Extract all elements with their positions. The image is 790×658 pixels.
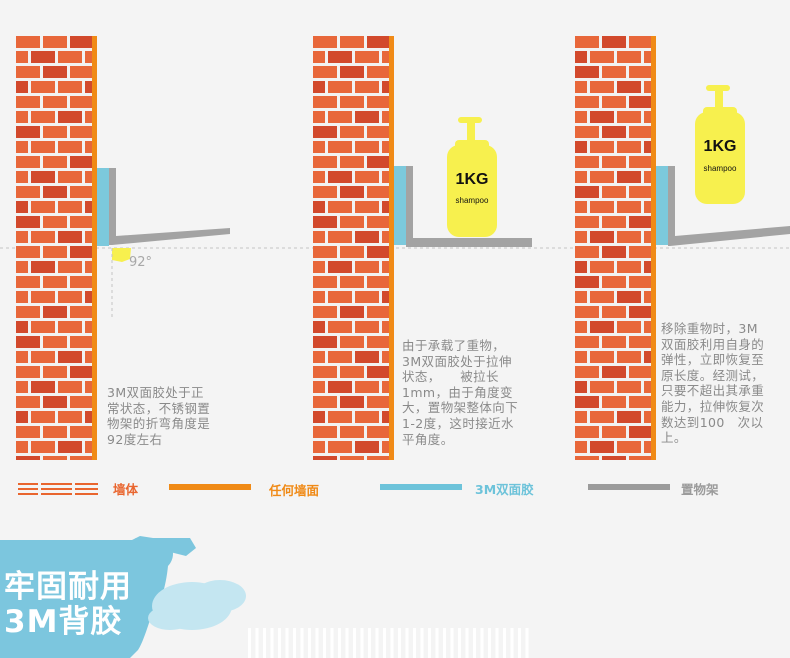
brick-wall-1 — [16, 36, 92, 460]
legend-surface-swatch — [169, 484, 251, 490]
legend-tape-swatch — [380, 484, 462, 490]
wall-surface-2 — [389, 36, 394, 460]
panel1-description: 3M双面胶处于正 常状态，不锈钢置 物架的折弯角度是 92度左右 — [107, 385, 211, 447]
bottom-stripes — [248, 628, 529, 658]
rack-1 — [109, 168, 230, 245]
bottle-brand-label-3: shampoo — [703, 164, 737, 173]
tape-2 — [394, 166, 406, 245]
wall-surface-3 — [651, 36, 656, 460]
bottle-weight-label-2: 1KG — [455, 171, 489, 188]
panel2-description: 由于承载了重物， 3M双面胶处于拉伸 状态， 被拉长 1mm，由于角度变 大，置… — [402, 338, 519, 447]
tape-1 — [97, 168, 109, 246]
bottle-brand-label-2: shampoo — [455, 196, 489, 205]
rack-2 — [406, 166, 532, 247]
legend-wall-label: 墙体 — [113, 482, 139, 497]
shampoo-bottle-3 — [695, 85, 745, 204]
title-blob — [0, 536, 246, 658]
angle-wedge-1 — [112, 248, 131, 262]
angle-label: 92° — [129, 255, 153, 270]
brick-wall-3 — [575, 36, 651, 460]
legend-surface-label: 任何墙面 — [269, 483, 320, 498]
brick-wall-2 — [313, 36, 389, 460]
title-line-2: 3M背胶 — [4, 604, 123, 640]
panel3-description: 移除重物时，3M 双面胶利用自身的 弹性，立即恢复至 原长度。经测试， 只要不超… — [661, 321, 765, 446]
shampoo-bottle-2 — [447, 117, 497, 237]
title-line-1: 牢固耐用 — [4, 569, 132, 605]
tape-3 — [656, 166, 668, 245]
legend-rack-swatch — [588, 484, 670, 490]
rack-3 — [668, 166, 790, 246]
legend-rack-label: 置物架 — [681, 482, 719, 497]
legend-tape-label: 3M双面胶 — [475, 482, 534, 497]
legend-wall-swatch — [18, 483, 98, 495]
bottle-weight-label-3: 1KG — [703, 138, 737, 155]
wall-surface-1 — [92, 36, 97, 460]
